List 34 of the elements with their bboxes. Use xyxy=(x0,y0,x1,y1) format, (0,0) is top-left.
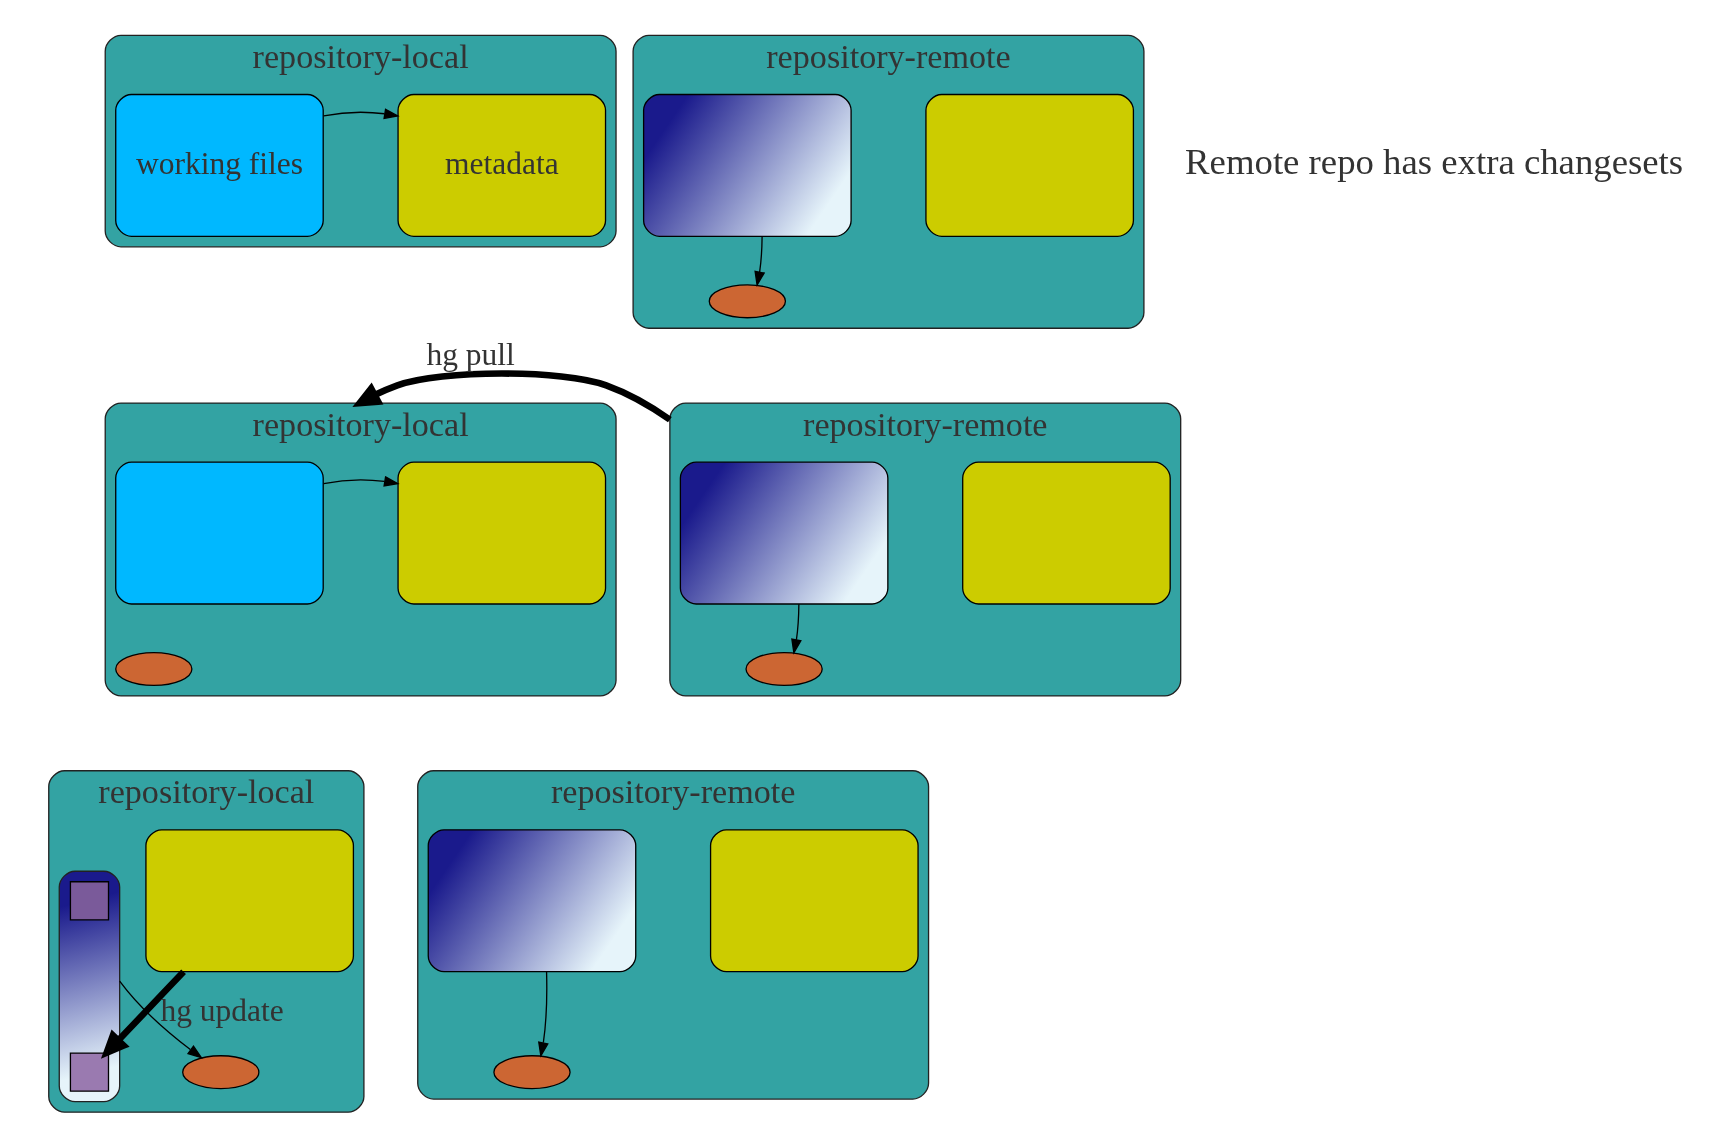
node-box xyxy=(924,93,1134,237)
node-ellipse xyxy=(114,651,193,687)
node-ellipse xyxy=(181,1055,259,1090)
node-ellipse xyxy=(492,1055,571,1090)
cluster: repository-local xyxy=(104,402,617,697)
node-box xyxy=(427,829,636,973)
cluster xyxy=(58,870,120,1103)
arrow xyxy=(118,980,203,1059)
node-ellipse xyxy=(708,284,786,319)
edge-label: hg pull xyxy=(425,336,515,372)
edge-label: hg update xyxy=(159,992,284,1028)
arrow xyxy=(322,475,400,487)
arrow xyxy=(753,235,765,288)
node-box xyxy=(679,461,888,605)
cluster: repository-remote xyxy=(416,770,929,1100)
arrow xyxy=(790,603,802,655)
node-ellipse xyxy=(744,651,823,687)
node-box xyxy=(69,881,109,921)
node-box xyxy=(144,829,354,973)
node-box xyxy=(961,461,1171,605)
node-box: working files xyxy=(114,93,324,237)
cluster: repository-remote xyxy=(631,34,1145,329)
arrow xyxy=(537,971,549,1058)
arrow xyxy=(351,370,672,423)
node-box xyxy=(709,829,919,973)
node-box xyxy=(69,1052,109,1092)
arrow xyxy=(322,108,400,120)
node-box xyxy=(114,461,324,605)
arrow xyxy=(100,969,186,1059)
node-box xyxy=(396,461,606,605)
node-box: metadata xyxy=(396,93,606,237)
label: Remote repo has extra changesets xyxy=(1184,141,1683,183)
cluster: repository-remote xyxy=(668,402,1181,697)
node-box xyxy=(642,93,852,237)
